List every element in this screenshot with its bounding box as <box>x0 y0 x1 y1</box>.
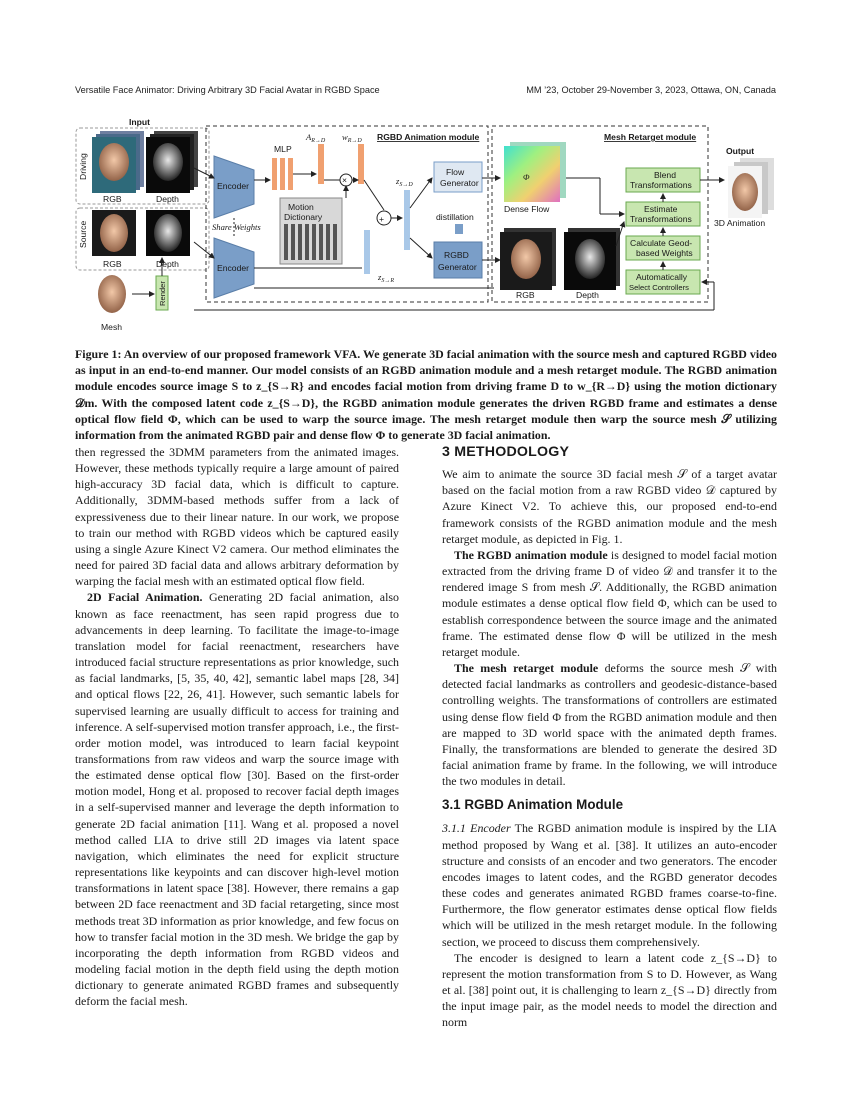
render-label: Render <box>158 281 167 306</box>
3d-animation-output <box>728 158 774 218</box>
mesh-module-title: Mesh Retarget module <box>604 132 696 142</box>
z-sr-bar <box>364 230 370 274</box>
3d-animation-label: 3D Animation <box>714 218 765 228</box>
paragraph: We aim to animate the source 3D facial m… <box>442 467 777 546</box>
source-rgb-label: RGB <box>103 259 122 269</box>
svg-text:Transformations: Transformations <box>630 214 692 224</box>
right-column: 3 METHODOLOGY We aim to animate the sour… <box>442 444 777 1030</box>
svg-text:Calculate Geod-: Calculate Geod- <box>630 238 692 248</box>
subsection-heading: 3.1 RGBD Animation Module <box>442 797 624 813</box>
dense-flow-image <box>504 142 566 202</box>
distillation-label: distillation <box>436 212 474 222</box>
driving-depth-label: Depth <box>156 194 179 204</box>
animated-rgb-image <box>500 228 556 290</box>
source-group <box>75 207 210 271</box>
svg-text:based Weights: based Weights <box>636 248 693 258</box>
paragraph: The RGBD animation module is designed to… <box>442 547 777 659</box>
encoder-top <box>213 155 255 219</box>
paragraph: 3.1.1 Encoder The RGBD animation module … <box>442 821 777 949</box>
driving-depth-image <box>146 131 198 193</box>
motion-dictionary-box <box>279 197 343 265</box>
svg-text:+: + <box>379 214 384 224</box>
paragraph: 2D Facial Animation. Generating 2D facia… <box>75 590 399 1009</box>
flow-generator <box>433 161 483 193</box>
svg-text:Generator: Generator <box>440 178 479 188</box>
paragraph: The mesh retarget module deforms the sou… <box>442 661 777 789</box>
running-header-title: Versatile Face Animator: Driving Arbitra… <box>75 85 380 95</box>
driving-rgb-label: RGB <box>103 194 122 204</box>
w-label: wR→D <box>342 132 362 144</box>
rgbd-animation-module <box>205 125 489 303</box>
svg-text:Automatically: Automatically <box>636 272 688 282</box>
auto-select-box: Automatically Select Controllers <box>625 269 701 295</box>
paragraph: then regressed the 3DMM parameters from … <box>75 445 399 589</box>
rgbd-generator <box>433 241 483 279</box>
svg-text:Estimate: Estimate <box>644 204 678 214</box>
estimate-box: Estimate Transformations <box>625 201 701 227</box>
svg-text:Depth: Depth <box>576 290 599 300</box>
mlp-bars <box>272 158 293 190</box>
source-label: Source <box>78 221 88 248</box>
svg-text:Motion: Motion <box>288 202 314 212</box>
svg-text:Encoder: Encoder <box>217 263 249 273</box>
svg-text:Encoder: Encoder <box>217 181 249 191</box>
svg-text:RGB: RGB <box>516 290 535 300</box>
figure-caption: Figure 1: An overview of our proposed fr… <box>75 347 777 443</box>
geod-box: Calculate Geod- based Weights <box>625 235 701 261</box>
framework-figure: Input Driving RGB Depth Source RGB Depth… <box>75 118 774 332</box>
a-label: AR→D <box>305 132 326 144</box>
phi-symbol: Φ <box>523 172 530 182</box>
encoder-bottom <box>213 237 255 299</box>
paragraph: The encoder is designed to learn a laten… <box>442 950 777 1030</box>
input-label: Input <box>129 118 150 127</box>
mesh-label: Mesh <box>101 322 122 332</box>
svg-text:Transformations: Transformations <box>630 180 692 190</box>
blend-box: Blend Transformations <box>625 167 701 193</box>
section-heading: 3 METHODOLOGY <box>442 444 570 460</box>
driving-label: Driving <box>78 153 88 180</box>
svg-text:Blend: Blend <box>654 170 676 180</box>
svg-text:×: × <box>342 175 347 185</box>
z-sd-label: zS→D <box>395 176 413 188</box>
svg-text:RGBD: RGBD <box>444 250 469 260</box>
rgbd-module-title: RGBD Animation module <box>377 132 480 142</box>
w-bar <box>358 144 364 184</box>
share-weights-label: Share Weights <box>212 222 261 232</box>
driving-group <box>75 127 210 205</box>
dense-flow-label: Dense Flow <box>504 204 550 214</box>
running-header-venue: MM ’23, October 29-November 3, 2023, Ott… <box>526 85 776 95</box>
driving-rgb-image <box>92 131 144 193</box>
z-sr-label: zS→R <box>377 272 394 284</box>
svg-text:Dictionary: Dictionary <box>284 212 323 222</box>
a-bar <box>318 144 324 184</box>
mesh-image <box>92 272 132 316</box>
left-column: then regressed the 3DMM parameters from … <box>75 444 399 1009</box>
mlp-label: MLP <box>274 144 292 154</box>
svg-text:Flow: Flow <box>446 167 465 177</box>
dictionary-bars <box>284 224 337 260</box>
svg-text:Generator: Generator <box>438 262 477 272</box>
z-sd-bar <box>404 190 410 250</box>
animated-depth-image <box>564 228 620 290</box>
source-depth-label: Depth <box>156 259 179 269</box>
output-label: Output <box>726 146 754 156</box>
mesh-retarget-module <box>491 125 709 303</box>
svg-text:Select Controllers: Select Controllers <box>629 283 689 292</box>
